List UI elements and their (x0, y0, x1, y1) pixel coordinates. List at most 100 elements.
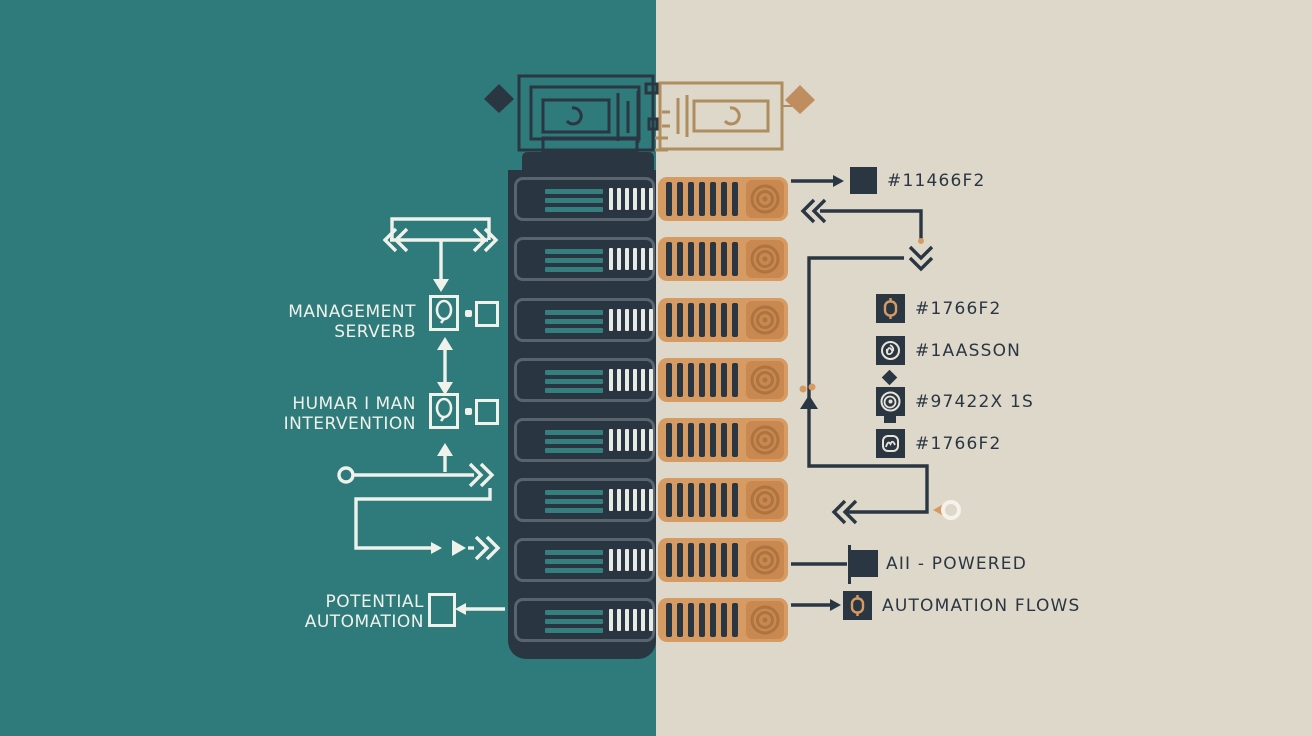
fan-knob (746, 301, 784, 339)
server-unit-left (514, 418, 655, 462)
vent-slots-white (609, 489, 653, 511)
potential-label-line1: POTENTIAL (325, 592, 424, 612)
fan-circles-icon (750, 365, 780, 395)
fan-knob (746, 481, 784, 519)
icon-list-label: #1766F2 (915, 298, 1002, 319)
server-unit-left (514, 478, 655, 522)
icon-list-item: #1AASSON (876, 336, 1021, 365)
color-swatch-icon (850, 167, 877, 194)
vent-slots-dark (666, 483, 738, 517)
legend-label: AUTOMATION FLOWS (882, 595, 1081, 616)
legend-label: AII - POWERED (886, 553, 1028, 574)
fan-circles-icon (750, 425, 780, 455)
fan-circles-icon (750, 305, 780, 335)
vent-slots-white (609, 549, 653, 571)
server-row (0, 478, 1312, 522)
server-row (0, 598, 1312, 642)
connector-dot (465, 408, 472, 415)
fan-circles-icon (750, 485, 780, 515)
vent-slots-white (609, 609, 653, 631)
server-unit-left (514, 598, 655, 642)
potential-outline-square-icon (428, 593, 456, 627)
led-stripes (545, 430, 603, 457)
fan-circles-icon (750, 184, 780, 214)
lantern-icon (843, 591, 872, 620)
fan-knob (746, 541, 784, 579)
fan-circles-icon (750, 605, 780, 635)
server-row (0, 298, 1312, 342)
management-servers-label: MANAGEMENT SERVERB (200, 302, 416, 342)
vent-slots-dark (666, 303, 738, 337)
vent-slots-dark (666, 603, 738, 637)
led-stripes (545, 189, 603, 216)
management-label-line1: MANAGEMENT (288, 302, 416, 322)
human-intervention-label: HUMAR I MAN INTERVENTION (200, 394, 416, 434)
chip-tab (884, 414, 896, 423)
vent-slots-white (609, 369, 653, 391)
server-unit-right (658, 478, 788, 522)
server-unit-right (658, 237, 788, 281)
vent-slots-dark (666, 423, 738, 457)
fan-knob (746, 240, 784, 278)
server-unit-left (514, 298, 655, 342)
icon-list-label: #1AASSON (915, 340, 1022, 361)
server-unit-right (658, 298, 788, 342)
server-unit-right (658, 177, 788, 221)
human-label-line1: HUMAR I MAN (292, 394, 416, 414)
connector-dot (465, 310, 472, 317)
human-icon-group (429, 393, 499, 429)
led-stripes (545, 490, 603, 517)
server-unit-right (658, 418, 788, 462)
led-stripes (545, 610, 603, 637)
vent-slots-dark (666, 242, 738, 276)
vent-slots-dark (666, 182, 738, 216)
fan-knob (746, 421, 784, 459)
lantern-icon (876, 294, 905, 323)
balloon-icon (429, 393, 459, 429)
outline-square-icon (475, 301, 499, 327)
human-label-line2: INTERVENTION (283, 414, 416, 434)
potential-automation-label: POTENTIAL AUTOMATION (230, 592, 424, 632)
server-unit-left (514, 237, 655, 281)
vent-slots-white (609, 429, 653, 451)
server-unit-left (514, 177, 655, 221)
server-row (0, 358, 1312, 402)
icon-list-label: #1766F2 (915, 433, 1002, 454)
icon-list-item: #1766F2 (876, 294, 1002, 323)
potential-label-line2: AUTOMATION (304, 612, 424, 632)
led-stripes (545, 370, 603, 397)
fan-knob (746, 601, 784, 639)
fan-circles-icon (750, 545, 780, 575)
server-row (0, 538, 1312, 582)
fan-knob (746, 361, 784, 399)
led-stripes (545, 550, 603, 577)
fan-knob (746, 180, 784, 218)
vent-slots-dark (666, 363, 738, 397)
swatch-label: #11466F2 (887, 170, 986, 191)
server-unit-left (514, 358, 655, 402)
server-row (0, 177, 1312, 221)
management-label-line2: SERVERB (334, 322, 416, 342)
vent-slots-white (609, 188, 653, 210)
outline-square-icon (475, 399, 499, 425)
icon-list-label: #97422X 1S (915, 391, 1034, 412)
server-row (0, 418, 1312, 462)
icon-list-item: #1766F2 (876, 429, 1002, 458)
vent-slots-white (609, 248, 653, 270)
fan-circles-icon (750, 244, 780, 274)
server-unit-left (514, 538, 655, 582)
vent-slots-white (609, 309, 653, 331)
knot-icon (876, 336, 905, 365)
rack-top-cap (522, 152, 654, 180)
balloon-icon (429, 295, 459, 331)
legend-item-ai-powered: AII - POWERED (851, 550, 1027, 577)
vent-slots-dark (666, 543, 738, 577)
led-stripes (545, 310, 603, 337)
flag-pole (848, 545, 851, 584)
legend-item-automation-flows: AUTOMATION FLOWS (843, 591, 1081, 620)
swatch-row: #11466F2 (850, 167, 986, 194)
cloud-icon (876, 429, 905, 458)
server-unit-right (658, 538, 788, 582)
server-unit-right (658, 598, 788, 642)
